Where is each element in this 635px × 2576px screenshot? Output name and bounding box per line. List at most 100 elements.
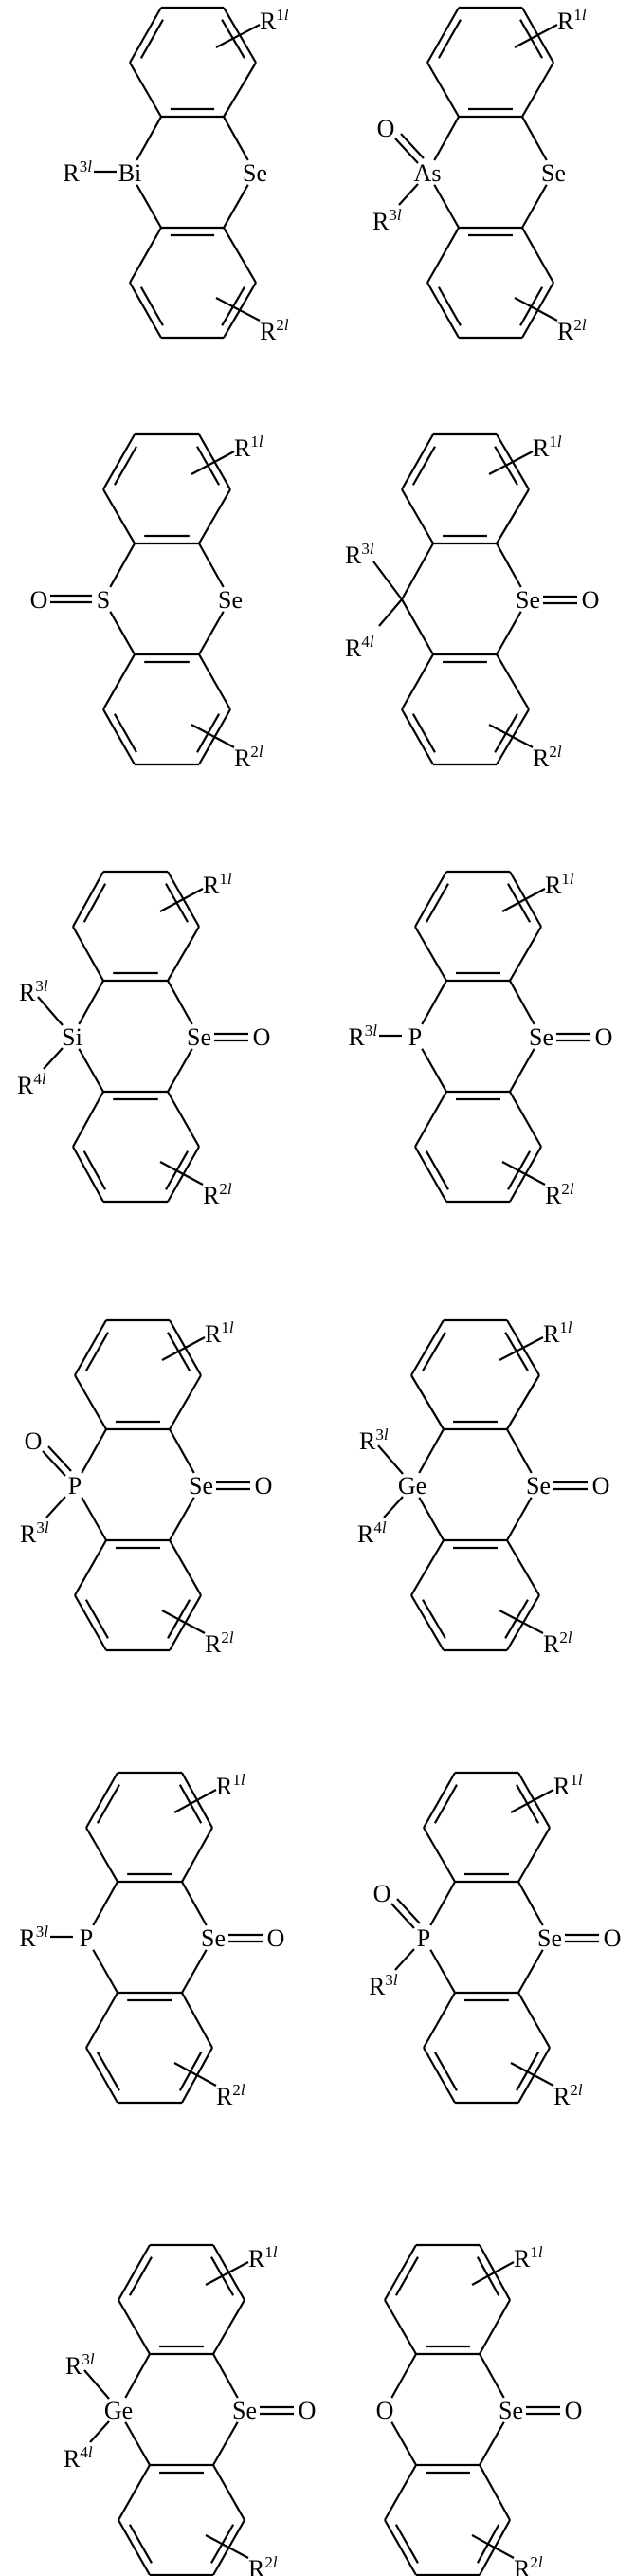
ring-bond xyxy=(479,2421,505,2466)
bond xyxy=(72,1146,104,1203)
bond xyxy=(423,1772,456,1829)
ring-bond xyxy=(521,184,548,229)
ring-substituent-bond xyxy=(510,1789,554,1813)
substituent-r4l: R4l xyxy=(345,633,374,662)
substituent-r1l: R1l xyxy=(234,432,263,462)
substituent-r4l: R4l xyxy=(64,2443,93,2473)
double-bond-inner xyxy=(411,446,436,486)
substituent-r3l: R3l xyxy=(369,1971,398,2000)
substituent-r3l: R3l xyxy=(19,1923,48,1952)
substituent-r1l: R1l xyxy=(205,1318,234,1348)
substituent-r2l: R2l xyxy=(533,743,562,772)
atom-s-label: S xyxy=(97,586,110,614)
atom-se-label: Se xyxy=(232,2397,257,2424)
ring-bond xyxy=(81,1428,107,1474)
double-bond-inner xyxy=(422,1599,446,1639)
oxo-o-label: O xyxy=(255,1472,273,1500)
double-bond-inner xyxy=(84,1332,109,1371)
bond xyxy=(506,1374,540,1430)
ring-bond xyxy=(81,1497,107,1541)
ring-bond xyxy=(167,1048,193,1093)
substituent-r3l: R3l xyxy=(345,540,374,569)
ring-substituent-bond xyxy=(173,1789,217,1813)
oxo-double-bond xyxy=(400,133,425,159)
atom-se-label: Se xyxy=(537,1924,562,1952)
double-bond-inner xyxy=(139,286,164,326)
bond xyxy=(410,1374,444,1430)
ring-substituent-bond xyxy=(514,297,558,322)
substituent-r1l: R1l xyxy=(514,2243,543,2272)
double-bond-inner xyxy=(433,2052,458,2091)
double-bond-inner xyxy=(82,883,107,923)
bond xyxy=(102,433,136,490)
bond xyxy=(102,708,136,765)
ring-bond xyxy=(418,1497,444,1541)
ring-bond xyxy=(390,2421,417,2466)
ring-bond xyxy=(92,1881,118,1926)
ring-bond xyxy=(433,184,460,229)
atom-se-label: Se xyxy=(243,159,267,187)
substituent-r2l: R2l xyxy=(234,743,263,772)
oxo-o-label: O xyxy=(604,1924,622,1952)
bond xyxy=(118,2244,151,2301)
ring-bond xyxy=(124,2353,151,2399)
bond xyxy=(423,1827,456,1883)
oxo-o-label: O xyxy=(267,1924,285,1952)
ring-bond xyxy=(390,2353,417,2399)
substituent-r2l: R2l xyxy=(545,1180,574,1209)
bond xyxy=(212,2464,245,2521)
ring-substituent-bond xyxy=(499,1336,544,1361)
bond xyxy=(506,1539,540,1596)
bond xyxy=(85,1772,118,1829)
atom-as-label: As xyxy=(414,159,442,187)
atom-se-label: Se xyxy=(187,1023,211,1051)
bond xyxy=(85,1992,118,2049)
double-bond-inner xyxy=(128,2256,153,2296)
substituent-r1l: R1l xyxy=(557,6,587,35)
atom-se-label: Se xyxy=(541,159,566,187)
substituent-r3l: R3l xyxy=(372,206,402,235)
ring-bond xyxy=(496,543,522,588)
bond xyxy=(169,1539,202,1596)
ring-bond xyxy=(169,1497,195,1541)
atom-ge-label: Ge xyxy=(398,1472,426,1500)
substituent-r4l: R4l xyxy=(357,1518,387,1548)
oxo-double-bond xyxy=(394,138,419,164)
double-bond-inner xyxy=(394,2256,419,2296)
bond xyxy=(517,1992,551,2049)
atom-p-label: P xyxy=(80,1924,93,1952)
ring-bond xyxy=(517,1949,544,1994)
ring-substituent-bond xyxy=(471,2261,515,2286)
bond xyxy=(181,1992,213,2049)
bond xyxy=(426,7,460,64)
bond xyxy=(129,282,162,339)
ring-bond xyxy=(509,1048,535,1093)
atom-se-label: Se xyxy=(526,1472,551,1500)
bond xyxy=(384,2519,417,2576)
double-bond-inner xyxy=(425,1150,449,1190)
bond xyxy=(426,282,460,339)
double-bond-inner xyxy=(128,2524,153,2564)
ring-bond xyxy=(479,2353,505,2399)
substituent-r3l: R3l xyxy=(65,2350,95,2380)
ring-substituent-bond xyxy=(190,451,235,475)
substituent-bond xyxy=(83,2369,110,2400)
ring-bond xyxy=(136,116,162,161)
bond xyxy=(74,1594,107,1651)
ring-substituent-bond xyxy=(514,24,558,48)
bond xyxy=(423,1992,456,2049)
substituent-bond xyxy=(377,1444,404,1475)
substituent-bond xyxy=(37,996,64,1026)
bond xyxy=(212,2299,245,2355)
bond xyxy=(167,926,200,982)
ring-substituent-bond xyxy=(190,724,235,748)
bond xyxy=(384,2244,417,2301)
double-bond-inner xyxy=(422,1332,446,1371)
ring-bond xyxy=(212,2353,239,2399)
